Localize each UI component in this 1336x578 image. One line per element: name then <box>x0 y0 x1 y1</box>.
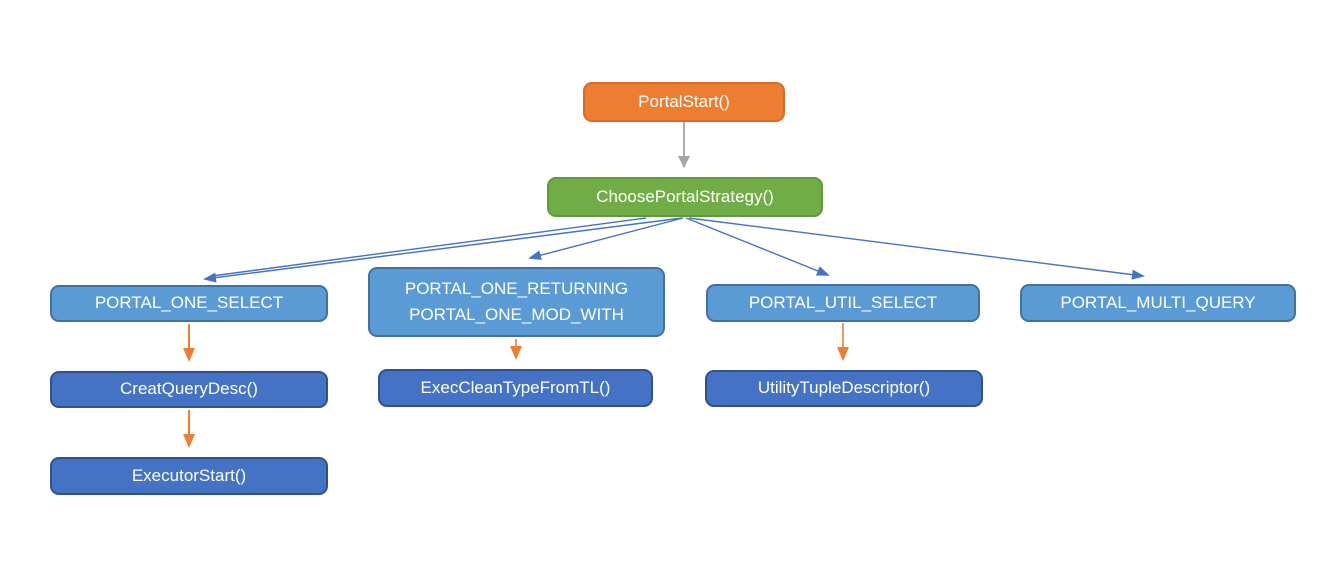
node-portal-multi-query: PORTAL_MULTI_QUERY <box>1020 284 1296 322</box>
edge-strategy-one-returning <box>528 217 684 261</box>
node-portal-one-returning-label-line2: PORTAL_ONE_MOD_WITH <box>409 305 624 324</box>
node-utility-tuple-descriptor: UtilityTupleDescriptor() <box>705 370 983 407</box>
node-creat-query-desc-label: CreatQueryDesc() <box>120 379 258 399</box>
node-portal-util-select-label: PORTAL_UTIL_SELECT <box>748 292 938 312</box>
node-portal-util-select: PORTAL_UTIL_SELECT <box>706 284 980 322</box>
node-portal-start: PortalStart() <box>583 82 785 122</box>
edge-strategy-one-select <box>203 217 683 283</box>
node-exec-clean-type-from-tl: ExecCleanTypeFromTL() <box>378 369 653 407</box>
node-exec-clean-type-from-tl-label: ExecCleanTypeFromTL() <box>420 377 611 397</box>
node-utility-tuple-descriptor-label: UtilityTupleDescriptor() <box>757 378 931 398</box>
node-choose-portal-strategy-label: ChoosePortalStrategy() <box>596 186 774 206</box>
node-portal-one-returning: PORTAL_ONE_RETURNING PORTAL_ONE_MOD_WITH <box>368 267 665 337</box>
node-portal-one-select-label: PORTAL_ONE_SELECT <box>94 293 284 313</box>
node-portal-multi-query-label: PORTAL_MULTI_QUERY <box>1060 292 1256 312</box>
node-creat-query-desc: CreatQueryDesc() <box>50 371 328 408</box>
node-portal-one-select: PORTAL_ONE_SELECT <box>50 285 328 322</box>
edge-strategy-util-select <box>685 217 830 276</box>
edge-strategy-multi-query <box>688 217 1145 280</box>
node-executor-start: ExecutorStart() <box>50 457 328 495</box>
node-executor-start-label: ExecutorStart() <box>131 465 247 485</box>
edge-strategy-one-select-b <box>211 217 647 277</box>
node-choose-portal-strategy: ChoosePortalStrategy() <box>547 177 823 217</box>
node-portal-start-label: PortalStart() <box>638 91 730 111</box>
node-portal-one-returning-label-line1: PORTAL_ONE_RETURNING <box>404 278 629 298</box>
